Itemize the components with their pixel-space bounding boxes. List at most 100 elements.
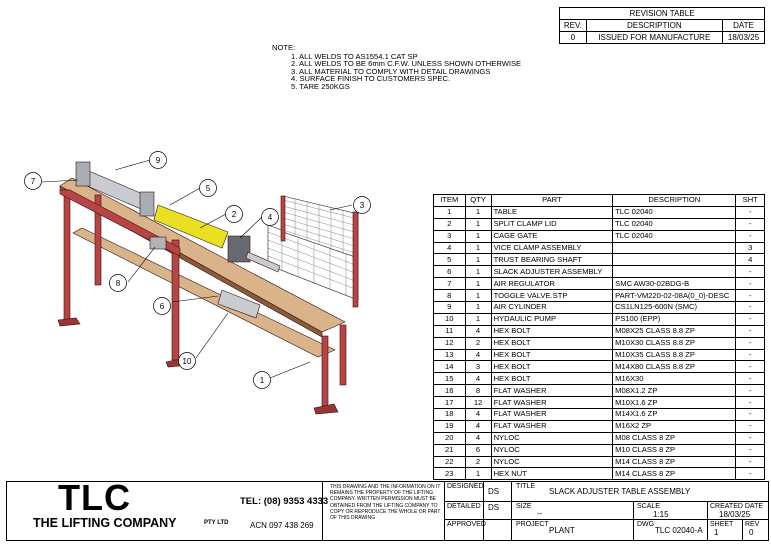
bom-cell: NYLOC (490, 455, 614, 469)
bom-cell: 4 (464, 324, 492, 338)
balloon-6: 6 (160, 302, 165, 311)
table-leg (94, 194, 102, 286)
bom-cell: VICE CLAMP ASSEMBLY (490, 241, 614, 255)
bom-cell: HEX NUT (490, 467, 614, 481)
note-item: 4. SURFACE FINISH TO CUSTOMERS SPEC. (291, 74, 451, 84)
bom-cell: M08 CLASS 8 ZP (612, 431, 737, 445)
bom-cell: TLC 02040 (612, 229, 737, 243)
bom-cell: HEX BOLT (490, 348, 614, 362)
bom-cell: 21 (433, 443, 466, 457)
bom-cell: AIR REGULATOR (490, 277, 614, 291)
bom-cell: 8 (433, 289, 466, 303)
bom-cell: - (735, 467, 765, 481)
bom-cell: - (735, 277, 765, 291)
bom-cell: 1 (464, 205, 492, 219)
bom-cell: 6 (433, 265, 466, 279)
note-item: 5. TARE 250KGS (291, 81, 350, 91)
assembly-drawing: 7 9 5 2 4 3 8 6 10 1 (24, 151, 371, 415)
table-foot (313, 403, 339, 415)
project-label: PROJECT (516, 521, 549, 528)
vice-clamp (227, 235, 251, 263)
balloon-1: 1 (260, 376, 265, 385)
table-leg (171, 239, 180, 361)
bom-cell: 4 (735, 253, 765, 267)
bom-cell: 23 (433, 467, 466, 481)
balloon-4: 4 (268, 213, 273, 222)
bom-cell: FLAT WASHER (490, 408, 614, 421)
bom-cell: 7 (433, 277, 466, 291)
bom-cell: HYDAULIC PUMP (490, 312, 614, 326)
bom-cell: 1 (464, 277, 492, 291)
bom-cell: - (735, 372, 765, 386)
bom-cell: - (735, 396, 765, 410)
bom-cell: SPLIT CLAMP LID (490, 217, 614, 231)
air-regulator (149, 236, 167, 250)
bom-cell: 14 (433, 360, 466, 374)
bom-cell: 1 (464, 312, 492, 326)
cage-post (280, 195, 286, 242)
balloon-3: 3 (360, 201, 365, 210)
bom-cell: 2 (433, 217, 466, 231)
bom-cell: 4 (464, 348, 492, 362)
cage-post (352, 211, 359, 308)
bom-cell: HEX BOLT (490, 336, 614, 350)
bom-header-description: DESCRIPTION (612, 194, 737, 207)
scale-value: 1:15 (653, 510, 669, 519)
bom-cell: M14 CLASS 8 ZP (612, 455, 737, 469)
notes-title: NOTE: (272, 43, 296, 52)
bom-cell: 5 (433, 253, 466, 267)
bom-cell: FLAT WASHER (490, 384, 614, 398)
note-item: 2. ALL WELDS TO BE 6mm C.F.W. UNLESS SHO… (291, 59, 522, 69)
bom-cell: - (735, 324, 765, 338)
bom-cell: - (735, 301, 765, 314)
bom-cell: 4 (464, 372, 492, 386)
bom-header-qty: QTY (464, 194, 492, 207)
bom-cell: TOGGLE VALVE.STP (490, 289, 614, 303)
table-foot (57, 317, 81, 327)
detailed-label: DETAILED (447, 503, 481, 510)
scale-label: SCALE (637, 503, 660, 510)
bom-cell: PS100 (EPP) (612, 312, 737, 326)
company-pty-ltd: PTY LTD (204, 520, 229, 526)
bom-cell: 1 (464, 301, 492, 314)
company-name: THE LIFTING COMPANY (33, 516, 177, 530)
size-value: -- (537, 509, 543, 518)
rev-cell: 0 (559, 31, 587, 44)
bom-cell: 15 (433, 372, 466, 386)
table-leg (63, 189, 71, 321)
bom-cell: - (735, 348, 765, 362)
size-label: SIZE (516, 503, 532, 510)
bom-cell: 17 (433, 396, 466, 410)
bom-cell: - (735, 312, 765, 326)
bom-cell: - (735, 360, 765, 374)
balloon-2: 2 (232, 210, 237, 219)
bom-cell: M08X1.2 ZP (612, 384, 737, 398)
bom-cell: M10X1.6 ZP (612, 396, 737, 410)
bom-cell: FLAT WASHER (490, 419, 614, 433)
bom-cell: - (735, 205, 765, 219)
bom-cell: M16X2 ZP (612, 419, 737, 433)
slack-adjuster (153, 204, 229, 249)
bom-cell: M14X1.6 ZP (612, 408, 737, 421)
bom-cell: NYLOC (490, 431, 614, 445)
bom-cell: CAGE GATE (490, 229, 614, 243)
created-date-value: 18/03/25 (719, 510, 751, 519)
bom-cell: 2 (464, 336, 492, 350)
cylinder-flange (75, 161, 91, 187)
bom-cell (612, 265, 737, 279)
